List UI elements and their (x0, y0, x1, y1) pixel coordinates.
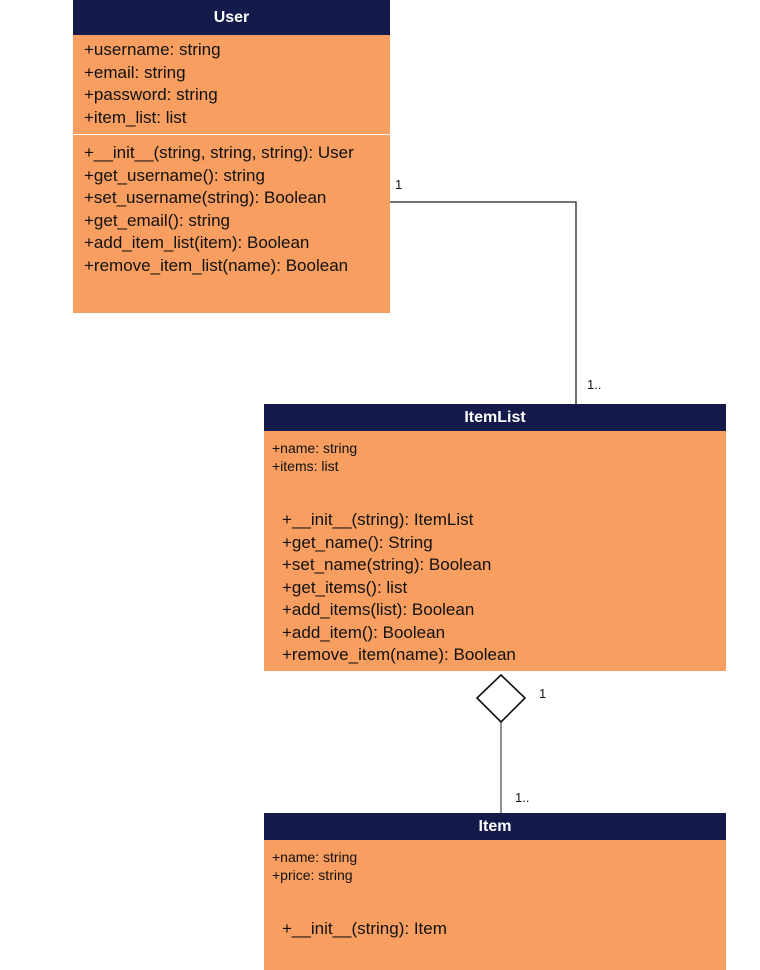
attribute: +items: list (272, 458, 339, 474)
method: +add_items(list): Boolean (282, 600, 475, 619)
aggregation-diamond-icon (475, 673, 527, 724)
method: +add_item_list(item): Boolean (84, 233, 310, 252)
method: +get_email(): string (84, 210, 230, 230)
association-line-user-itemlist (390, 201, 577, 404)
class-user-attributes: +username: string +email: string +passwo… (73, 35, 390, 134)
method: +get_username(): string (84, 165, 265, 185)
attribute: +email: string (84, 62, 186, 82)
attribute: +item_list: list (84, 107, 187, 127)
method: +set_name(string): Boolean (282, 555, 492, 574)
class-user-methods: +__init__(string, string, string): User … (73, 135, 390, 313)
method: +remove_item(name): Boolean (282, 645, 516, 664)
multiplicity-user-side: 1 (395, 177, 403, 192)
class-user[interactable]: User +username: string +email: string +p… (73, 0, 390, 313)
multiplicity-aggregate-side: 1 (539, 686, 547, 701)
class-item-methods: +__init__(string): Item (264, 915, 726, 970)
class-item[interactable]: Item +name: string +price: string +__ini… (264, 813, 726, 970)
method: +get_items(): list (282, 577, 408, 597)
multiplicity-itemlist-side: 1.. (587, 377, 602, 392)
method: +add_item(): Boolean (282, 622, 446, 642)
attribute: +name: string (272, 849, 358, 865)
attribute: +name: string (272, 440, 358, 456)
method: +get_name(): String (282, 532, 433, 552)
class-itemlist-methods: +__init__(string): ItemList +get_name():… (264, 506, 726, 671)
class-user-name: User (73, 0, 390, 35)
attribute: +price: string (272, 867, 353, 883)
class-itemlist-attributes: +name: string +items: list (264, 431, 726, 509)
class-itemlist[interactable]: ItemList +name: string +items: list +__i… (264, 404, 726, 674)
class-itemlist-name: ItemList (264, 404, 726, 431)
method: +__init__(string, string, string): User (84, 143, 354, 162)
method: +__init__(string): Item (282, 919, 447, 938)
method: +remove_item_list(name): Boolean (84, 255, 349, 275)
class-item-name: Item (264, 813, 726, 840)
attribute: +username: string (84, 40, 221, 59)
method: +__init__(string): ItemList (282, 510, 474, 529)
method: +set_username(string): Boolean (84, 188, 327, 207)
attribute: +password: string (84, 85, 218, 104)
class-item-attributes: +name: string +price: string (264, 840, 726, 918)
multiplicity-item-side: 1.. (515, 790, 530, 805)
